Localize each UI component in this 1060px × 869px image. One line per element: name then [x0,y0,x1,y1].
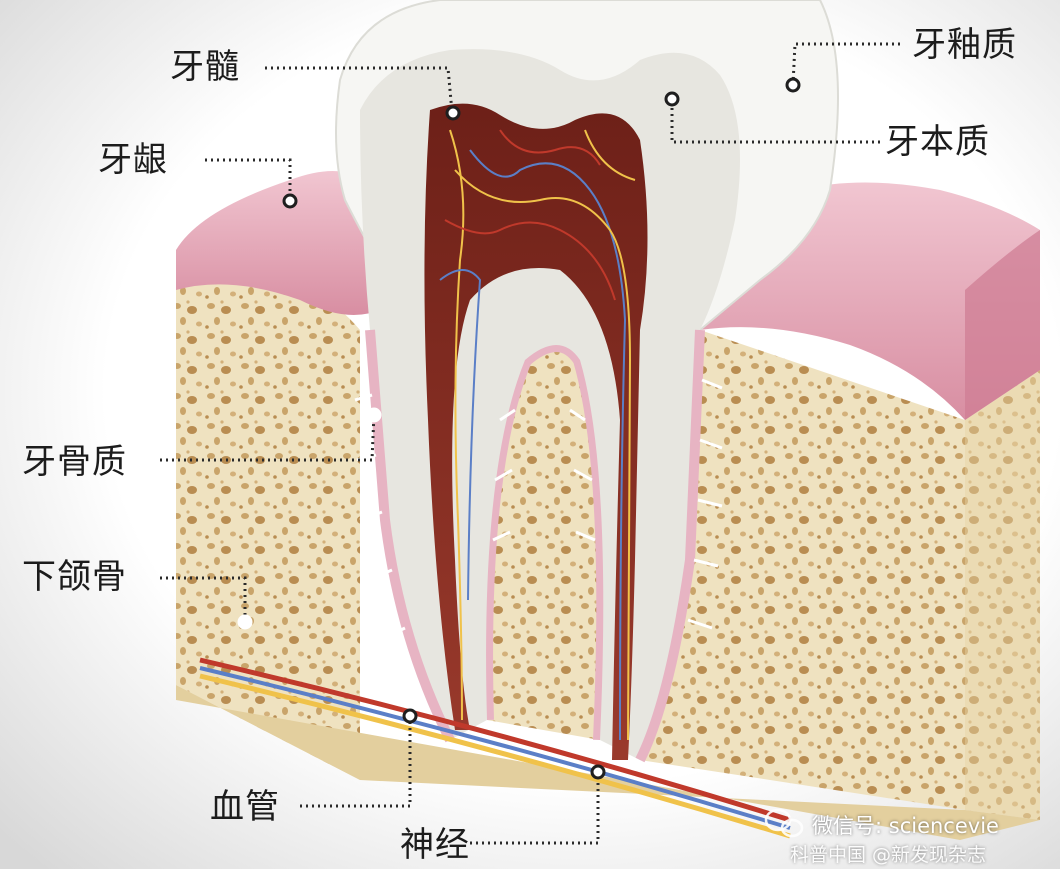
label-nerve: 神经 [400,825,470,865]
marker-dentin [664,91,680,107]
label-pulp: 牙髓 [170,47,240,87]
wechat-logo-icon [764,808,804,838]
marker-nerve [590,764,606,780]
leader-lines [160,42,900,845]
tooth-pulp [424,103,648,761]
label-blood-vessel: 血管 [210,787,280,827]
label-dentin: 牙本质 [885,122,990,162]
marker-cementum [366,407,382,423]
marker-blood-vessel [402,708,418,724]
periodontal-fibers [354,378,723,642]
marker-jawbone [237,614,253,630]
leader-gum [205,158,292,200]
watermark-source: 科普中国 @新发现杂志 [790,844,987,866]
leader-pulp [265,66,454,113]
marker-enamel [785,77,801,93]
label-cementum: 牙骨质 [22,442,127,482]
leader-dentin [670,100,880,144]
inter-root-bone [479,338,611,741]
leader-blood-vessel [300,716,412,808]
watermark-wechat-id: 微信号: sciencevie [812,814,999,838]
leader-cementum [160,413,376,462]
jawbone-block [176,250,1040,840]
label-jawbone: 下颌骨 [22,557,127,597]
marker-gum [282,193,298,209]
nerve-vessel-bundle [199,657,791,839]
leader-jawbone [160,576,247,622]
marker-pulp [445,105,461,121]
label-enamel: 牙釉质 [912,25,1017,65]
leader-nerve [470,772,600,845]
label-gum: 牙龈 [98,140,168,180]
marker-dots [237,77,801,780]
